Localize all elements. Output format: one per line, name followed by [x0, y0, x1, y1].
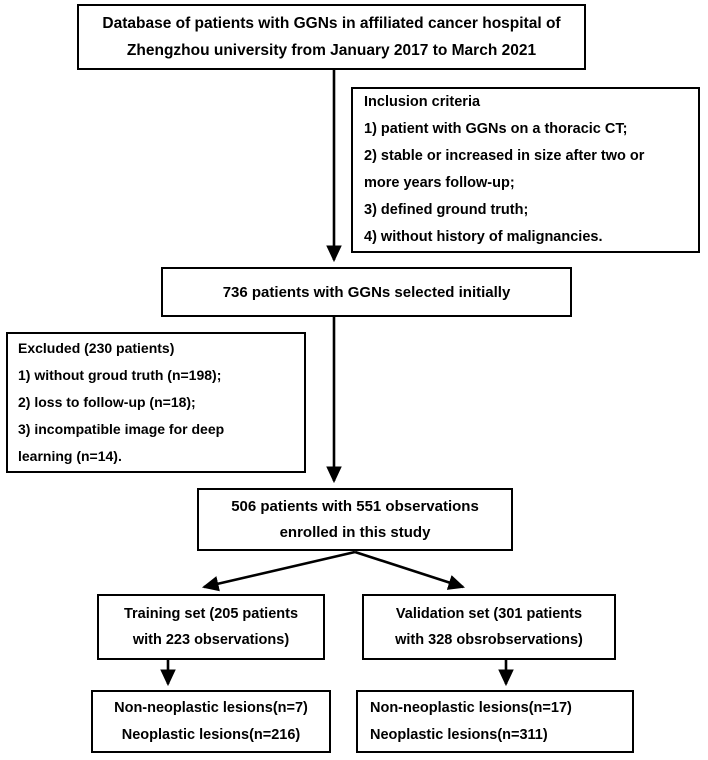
excluded-item-2: 2) loss to follow-up (n=18); [18, 394, 196, 410]
excluded-item-3a: 3) incompatible image for deep [18, 421, 225, 437]
node-training-set: Training set (205 patients with 223 obse… [97, 594, 325, 660]
node-enrolled-line-2: enrolled in this study [279, 523, 431, 541]
node-excluded: Excluded (230 patients) 1) without groud… [6, 332, 306, 473]
node-inclusion-criteria: Inclusion criteria 1) patient with GGNs … [351, 87, 700, 253]
inclusion-item-2a: 2) stable or increased in size after two… [364, 148, 645, 164]
excluded-item-1: 1) without groud truth (n=198); [18, 367, 222, 383]
inclusion-heading: Inclusion criteria [364, 94, 481, 110]
node-patients-enrolled: 506 patients with 551 observations enrol… [197, 488, 513, 551]
node-validation-line-1: Validation set (301 patients [395, 606, 583, 622]
node-validation-line-2: with 328 obsrobservations) [395, 632, 583, 648]
inclusion-item-3: 3) defined ground truth; [364, 202, 529, 218]
node-training-line-2: with 223 observations) [132, 632, 290, 648]
inclusion-item-1: 1) patient with GGNs on a thoracic CT; [364, 121, 628, 137]
node-enrolled-line-1: 506 patients with 551 observations [231, 497, 479, 515]
validation-neoplastic: Neoplastic lesions(n=311) [370, 726, 548, 743]
node-database: Database of patients with GGNs in affili… [77, 4, 586, 70]
node-validation-lesions: Non-neoplastic lesions(n=17) Neoplastic … [356, 690, 634, 753]
node-patients-selected: 736 patients with GGNs selected initiall… [161, 267, 572, 317]
excluded-item-3b: learning (n=14). [18, 448, 122, 464]
node-selected-line-1: 736 patients with GGNs selected initiall… [222, 283, 511, 301]
inclusion-item-2b: more years follow-up; [364, 175, 515, 191]
arrow-enrolled-to-validation [354, 550, 465, 590]
training-non-neoplastic: Non-neoplastic lesions(n=7) [114, 699, 308, 716]
excluded-heading: Excluded (230 patients) [18, 340, 175, 356]
training-neoplastic: Neoplastic lesions(n=216) [121, 726, 301, 743]
inclusion-item-4: 4) without history of malignancies. [364, 229, 603, 245]
node-training-lesions: Non-neoplastic lesions(n=7) Neoplastic l… [91, 690, 331, 753]
arrow-enrolled-to-training [201, 550, 356, 592]
node-training-line-1: Training set (205 patients [123, 606, 299, 622]
node-database-line-2: Zhengzhou university from January 2017 t… [126, 42, 537, 59]
node-database-line-1: Database of patients with GGNs in affili… [102, 15, 561, 32]
validation-non-neoplastic: Non-neoplastic lesions(n=17) [370, 699, 572, 716]
node-validation-set: Validation set (301 patients with 328 ob… [362, 594, 616, 660]
